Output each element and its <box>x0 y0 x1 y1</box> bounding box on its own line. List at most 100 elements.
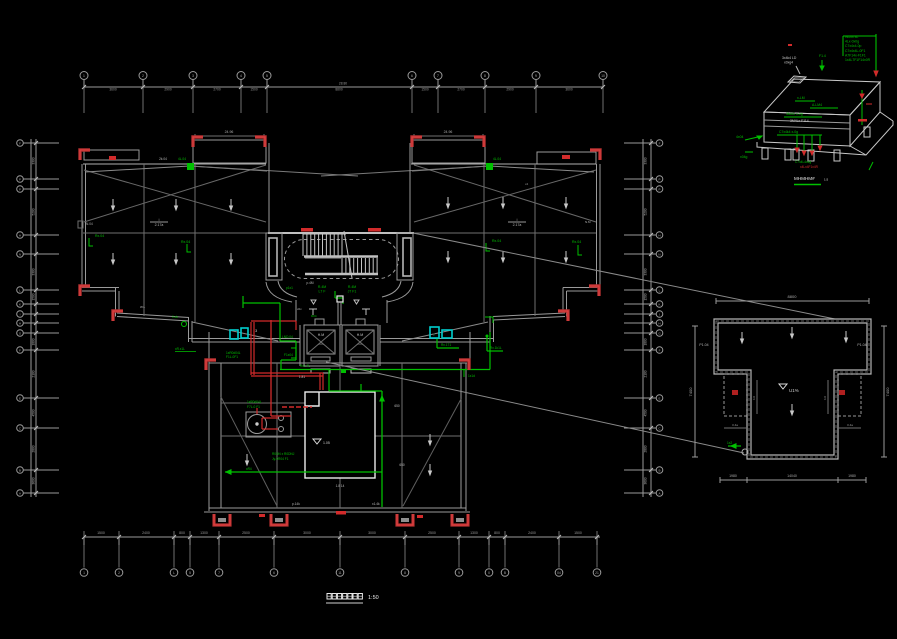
svg-text:1300: 1300 <box>470 531 478 535</box>
svg-text:2100: 2100 <box>644 370 648 377</box>
svg-text:9: 9 <box>535 74 537 78</box>
svg-text:i: i <box>159 218 160 222</box>
svg-text:14040: 14040 <box>787 474 797 478</box>
svg-text:5200: 5200 <box>644 208 648 215</box>
svg-text:H: H <box>658 234 660 238</box>
svg-text:3: 3 <box>255 328 258 333</box>
svg-text:P: P <box>658 178 660 182</box>
svg-text:2400: 2400 <box>142 531 150 535</box>
svg-text:F: F <box>19 349 21 353</box>
svg-text:8800: 8800 <box>335 88 343 92</box>
svg-text:p.14k: p.14k <box>292 502 300 506</box>
svg-text:R04: R04 <box>311 314 317 318</box>
svg-text:1:50: 1:50 <box>368 595 379 601</box>
svg-text:3600: 3600 <box>565 88 573 92</box>
svg-text:3600: 3600 <box>32 477 36 484</box>
svg-text:7400: 7400 <box>688 387 693 397</box>
svg-text:H: H <box>19 322 21 326</box>
svg-text:C7x4k4 x-0g: C7x4k4 x-0g <box>779 130 798 134</box>
svg-text:2: 2 <box>142 74 144 78</box>
svg-text:1800: 1800 <box>32 338 36 345</box>
svg-text:x0x: x0x <box>297 307 302 311</box>
svg-text:2: 2 <box>433 332 436 337</box>
svg-text:R.4M: R.4M <box>348 285 356 289</box>
svg-text:B: B <box>658 469 660 473</box>
svg-text:F1L-0F1: F1L-0F1 <box>226 355 238 359</box>
svg-text:F1.4: F1.4 <box>819 54 826 58</box>
svg-text:2700: 2700 <box>213 88 221 92</box>
svg-text:Rx.04: Rx.04 <box>181 240 190 244</box>
svg-text:xR4: xR4 <box>246 467 252 471</box>
svg-text:3600: 3600 <box>644 477 648 484</box>
svg-text:2100: 2100 <box>32 370 36 377</box>
svg-text:11: 11 <box>338 571 342 575</box>
svg-text:24.96: 24.96 <box>225 130 234 134</box>
svg-text:800: 800 <box>494 531 500 535</box>
svg-text:3M4C x-0g: 3M4C x-0g <box>786 112 803 116</box>
svg-text:B: B <box>19 469 21 473</box>
svg-text:H: H <box>19 234 21 238</box>
svg-text:2.17a: 2.17a <box>155 223 164 227</box>
svg-text:1.81: 1.81 <box>299 375 305 379</box>
svg-text:2900: 2900 <box>506 88 514 92</box>
svg-text:2: 2 <box>118 571 120 575</box>
svg-text:R0DN x R0DNJ: R0DN x R0DNJ <box>272 452 295 456</box>
svg-text:3: 3 <box>192 74 194 78</box>
svg-text:P1.04: P1.04 <box>857 343 866 347</box>
svg-text:L: L <box>173 571 175 575</box>
svg-text:1.8 14: 1.8 14 <box>336 484 345 488</box>
svg-text:1x4L7F1F14x0R: 1x4L7F1F14x0R <box>845 58 871 62</box>
svg-text:9: 9 <box>458 571 460 575</box>
svg-text:24.96: 24.96 <box>444 130 453 134</box>
svg-text:3300: 3300 <box>644 157 648 164</box>
svg-text:xAx: xAx <box>357 342 363 346</box>
svg-text:G: G <box>19 332 22 336</box>
svg-text:U1%: U1% <box>789 388 799 393</box>
svg-text:Jy-0R04 F1: Jy-0R04 F1 <box>272 457 289 461</box>
svg-text:3M4Lx F114: 3M4Lx F114 <box>790 119 809 123</box>
svg-text:K: K <box>19 303 21 307</box>
svg-text:L: L <box>659 289 661 293</box>
svg-text:p1x1: p1x1 <box>286 286 293 290</box>
svg-text:2800: 2800 <box>32 445 36 452</box>
svg-text:x0xg4: x0xg4 <box>784 61 793 65</box>
svg-text:Rx.1k1L: Rx.1k1L <box>490 346 502 350</box>
svg-text:Rx.04: Rx.04 <box>572 240 581 244</box>
svg-text:4500: 4500 <box>32 409 36 416</box>
svg-text:4500: 4500 <box>644 409 648 416</box>
svg-text:C7x4x4L-0F1: C7x4x4L-0F1 <box>845 49 865 53</box>
svg-text:800: 800 <box>179 531 185 535</box>
svg-text:xAx: xAx <box>318 342 324 346</box>
svg-text:C7x4L4x4g: C7x4L4x4g <box>795 160 811 164</box>
svg-text:2500: 2500 <box>242 531 250 535</box>
svg-text:L: L <box>19 289 21 293</box>
svg-text:H.M: H.M <box>318 333 325 337</box>
svg-text:A-LM4: A-LM4 <box>812 103 822 107</box>
svg-text:F: F <box>19 142 21 146</box>
svg-text:W#x4 4L: W#x4 4L <box>845 35 858 39</box>
svg-text:P: P <box>19 178 21 182</box>
svg-text:2.17a: 2.17a <box>513 223 522 227</box>
svg-text:6: 6 <box>411 74 413 78</box>
svg-text:1:5: 1:5 <box>824 178 829 182</box>
svg-text:4.0: 4.0 <box>752 396 756 401</box>
svg-text:21: 21 <box>595 571 599 575</box>
svg-text:1: 1 <box>83 571 85 575</box>
svg-text:p.4M: p.4M <box>306 281 313 285</box>
svg-text:P1.04: P1.04 <box>699 343 708 347</box>
svg-text:C: C <box>658 427 661 431</box>
svg-text:L7 F: L7 F <box>318 290 325 294</box>
svg-text:8: 8 <box>484 74 486 78</box>
svg-text:E: E <box>19 397 21 401</box>
svg-text:Rx.171: Rx.171 <box>441 343 451 347</box>
svg-text:F: F <box>659 142 661 146</box>
svg-text:F: F <box>659 349 661 353</box>
svg-text:7: 7 <box>437 74 439 78</box>
svg-text:A: A <box>19 492 21 496</box>
svg-text:2700: 2700 <box>457 88 465 92</box>
svg-text:C: C <box>19 427 22 431</box>
svg-text:N: N <box>658 253 660 257</box>
svg-text:4Lx-0x0g: 4Lx-0x0g <box>845 40 859 44</box>
svg-text:1500: 1500 <box>421 88 429 92</box>
svg-text:4.0: 4.0 <box>823 396 827 401</box>
